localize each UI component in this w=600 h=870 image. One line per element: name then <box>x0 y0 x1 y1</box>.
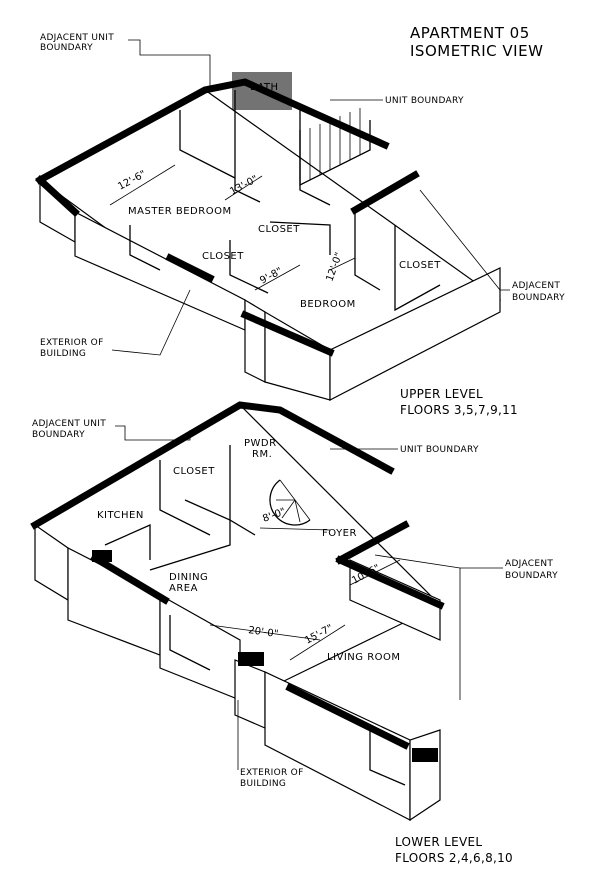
upper-side-wall <box>329 267 501 401</box>
lower-dim-line <box>349 559 401 586</box>
room-kitchen: KITCHEN <box>97 510 144 521</box>
lower-side-edge <box>335 555 445 610</box>
lower-pier-cap <box>412 748 438 762</box>
upper-corner-wall <box>35 175 80 217</box>
lower-window <box>369 730 406 786</box>
room-dining-area: DINING <box>169 572 208 583</box>
lower-pier-cap <box>92 550 112 562</box>
room-dining-area: AREA <box>169 583 198 594</box>
callout-adjacent-boundary: ADJACENT <box>505 559 553 569</box>
callout-adjacent-boundary: ADJACENT <box>512 281 560 291</box>
room-closet: CLOSET <box>202 251 244 262</box>
upper-partition <box>179 110 236 179</box>
upper-partition <box>229 240 269 294</box>
lower-counter <box>104 523 151 560</box>
upper-partition <box>354 210 381 291</box>
callout-adjacent-unit-boundary: ADJACENT UNIT <box>32 419 106 429</box>
lower-counter <box>149 499 231 571</box>
room-master-bedroom: MASTER BEDROOM <box>128 206 232 217</box>
lower-adjacent-wall <box>335 520 410 565</box>
lower-level-caption-line2: FLOORS 2,4,6,8,10 <box>395 851 513 865</box>
upper-partition <box>394 225 441 312</box>
lower-partition <box>159 460 211 536</box>
upper-front-wall <box>240 310 335 357</box>
callout-exterior-of-building: BUILDING <box>240 779 286 789</box>
callout-exterior-of-building: BUILDING <box>40 349 86 359</box>
callout-unit-boundary: UNIT BOUNDARY <box>400 445 479 455</box>
callout-adjacent-unit-boundary: BOUNDARY <box>40 43 93 53</box>
leader-line <box>419 189 501 291</box>
upper-stair <box>299 108 371 187</box>
upper-level-caption-line1: UPPER LEVEL <box>400 387 483 401</box>
upper-dim-line <box>329 257 356 271</box>
lower-level-plan: PWDR RM. CLOSET KITCHEN FOYER DINING ARE… <box>30 401 558 865</box>
callout-exterior-of-building: EXTERIOR OF <box>40 338 104 348</box>
callout-adjacent-boundary: BOUNDARY <box>505 571 558 581</box>
callout-unit-boundary: UNIT BOUNDARY <box>385 96 464 106</box>
callout-adjacent-unit-boundary: ADJACENT UNIT <box>40 33 114 43</box>
lower-dim-line <box>209 624 321 641</box>
upper-partition <box>269 221 331 255</box>
lower-window <box>169 615 211 671</box>
room-living-room: LIVING ROOM <box>327 652 401 663</box>
upper-adjacent-wall <box>350 170 420 215</box>
room-bedroom: BEDROOM <box>300 299 356 310</box>
upper-level-caption-line2: FLOORS 3,5,7,9,11 <box>400 403 518 417</box>
lower-side-wall <box>349 559 441 641</box>
lower-front-wall <box>285 683 410 750</box>
upper-dim-line <box>224 175 263 201</box>
upper-unit-boundary-wall <box>35 78 390 185</box>
room-closet: CLOSET <box>173 466 215 477</box>
room-powder-room: PWDR <box>244 438 277 449</box>
lower-dim-line <box>259 527 331 531</box>
drawing-title-line1: APARTMENT 05 <box>410 24 530 42</box>
bath-tile-pattern <box>232 72 292 110</box>
dimension: 20'-0" <box>248 625 279 640</box>
callout-adjacent-unit-boundary: BOUNDARY <box>32 430 85 440</box>
lower-exterior-wall <box>264 671 411 821</box>
room-bath: BATH <box>250 82 279 93</box>
leader-line <box>115 425 191 441</box>
leader-line <box>499 270 510 291</box>
upper-window <box>129 225 161 271</box>
room-powder-room: RM. <box>252 449 272 460</box>
callout-adjacent-boundary: BOUNDARY <box>512 293 565 303</box>
lower-pier-cap <box>238 652 264 666</box>
room-foyer: FOYER <box>322 528 357 539</box>
upper-dim-line <box>254 264 301 291</box>
leader-line <box>459 567 503 700</box>
leader-line <box>111 289 191 356</box>
lower-spiral-stair <box>269 479 311 526</box>
upper-partition <box>234 90 261 203</box>
callout-exterior-of-building: EXTERIOR OF <box>240 768 304 778</box>
room-closet: CLOSET <box>258 224 300 235</box>
upper-exterior-pier <box>244 298 266 383</box>
upper-dim-line <box>109 164 176 206</box>
leader-line <box>374 554 461 569</box>
room-closet: CLOSET <box>399 260 441 271</box>
upper-level-plan: BATH MASTER BEDROOM CLOSET CLOSET CLOSET… <box>35 33 565 417</box>
lower-level-caption-line1: LOWER LEVEL <box>395 835 482 849</box>
lower-unit-boundary-wall <box>30 401 395 530</box>
lower-exterior-pier <box>409 729 441 822</box>
lower-dim-line <box>289 624 346 661</box>
lower-front-wall <box>90 553 170 605</box>
lower-exterior-pier <box>234 659 266 729</box>
upper-front-wall <box>165 253 215 283</box>
drawing-title-line2: ISOMETRIC VIEW <box>410 42 543 60</box>
leader-line <box>128 39 211 92</box>
